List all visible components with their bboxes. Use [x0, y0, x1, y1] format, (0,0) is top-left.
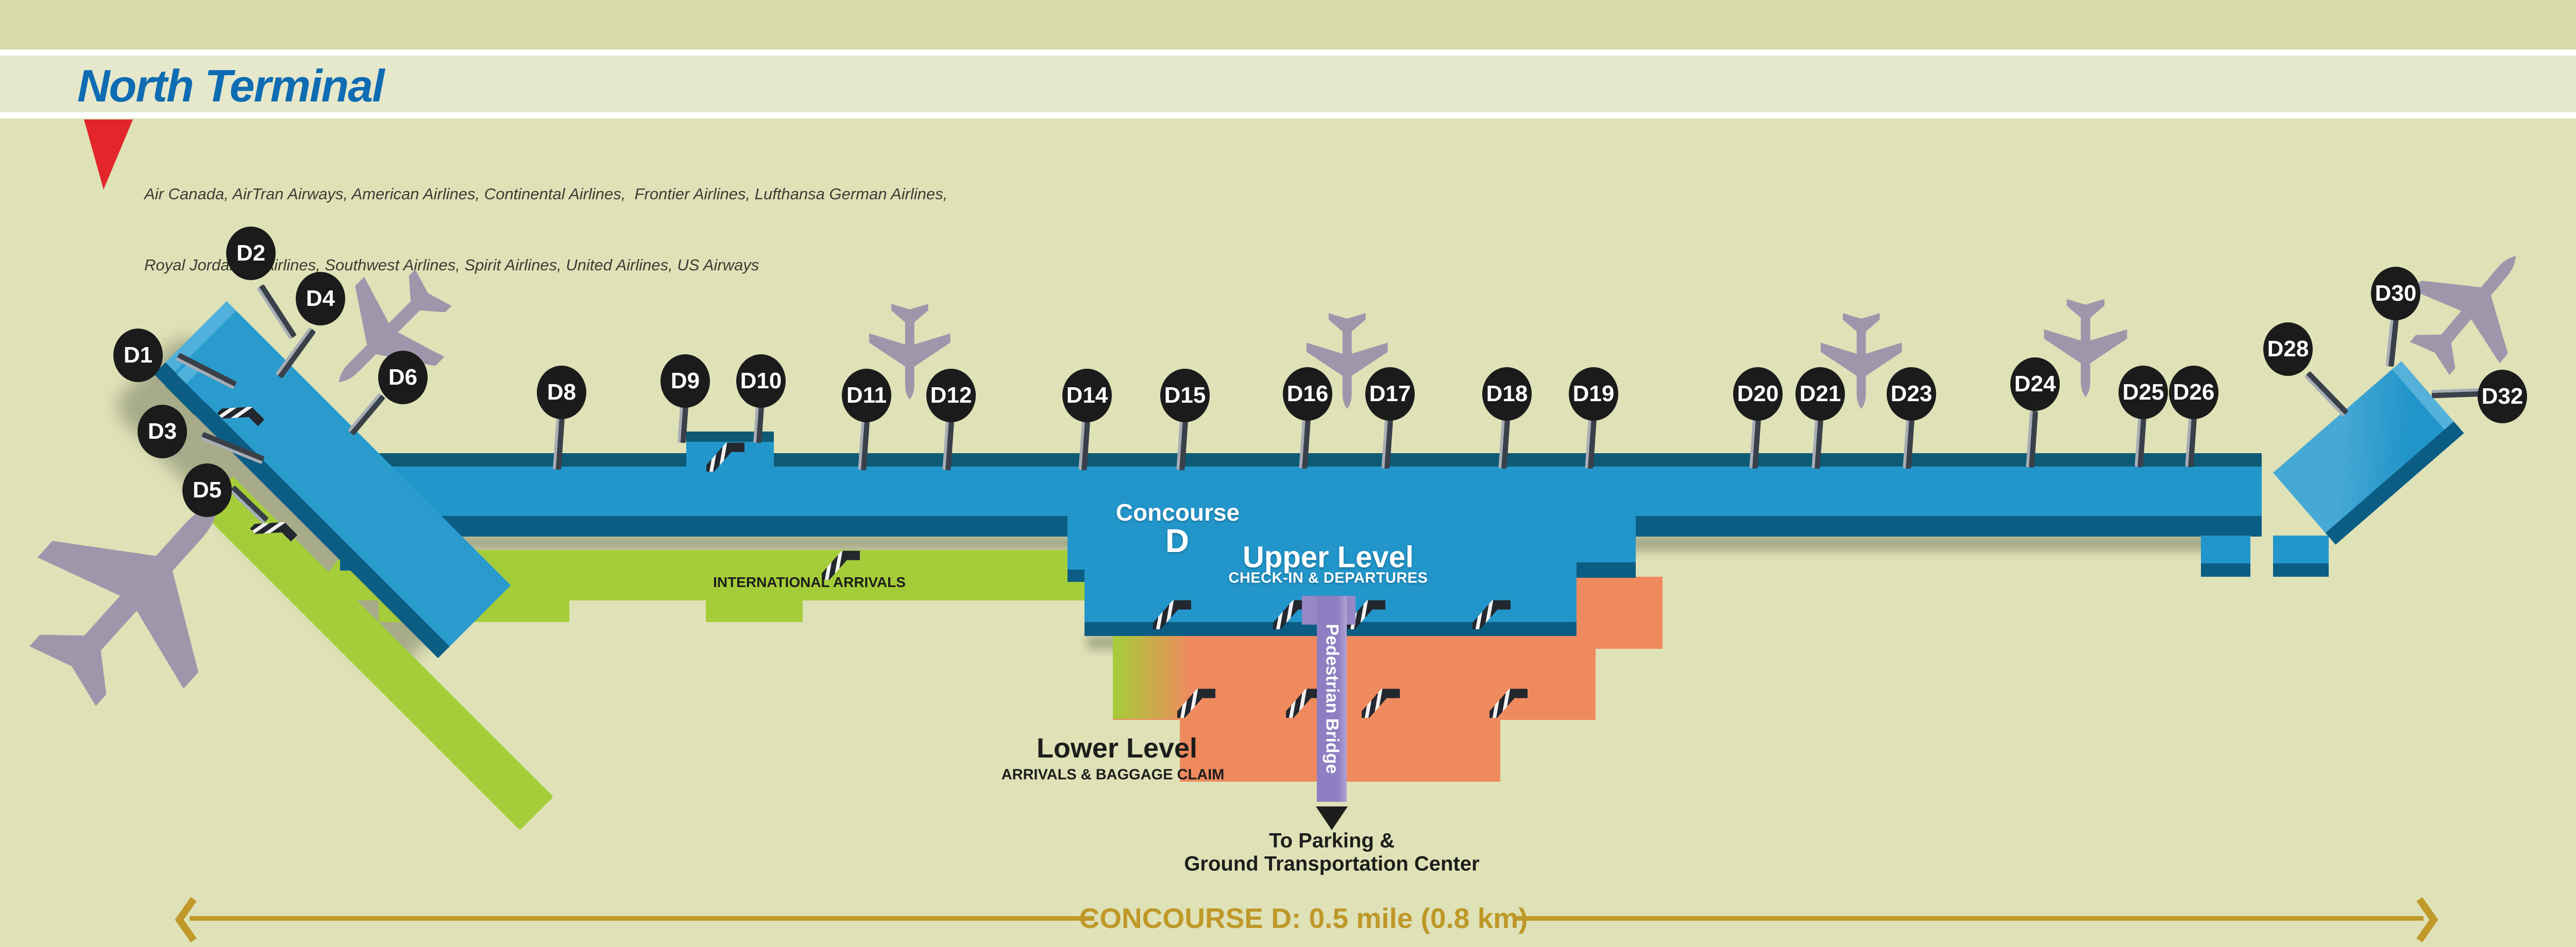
page-title: North Terminal: [77, 60, 385, 111]
gate-d18: D18: [1482, 367, 1532, 421]
bar-tab-edge: [2201, 563, 2250, 577]
gate-d24: D24: [2010, 357, 2060, 411]
concourse-label: Concourse: [1115, 499, 1240, 526]
gate-d2: D2: [226, 227, 276, 280]
gate-d3: D3: [138, 405, 187, 458]
gate-d30: D30: [2371, 267, 2420, 320]
separator-line: [0, 49, 2576, 56]
top-band: [0, 0, 2576, 49]
concourse-letter: D: [1165, 522, 1190, 559]
airplane-icon: [287, 226, 495, 433]
bar-tab: [2201, 536, 2250, 563]
scale-arrow-left-icon: [175, 897, 197, 943]
bar-tab-edge: [2273, 563, 2329, 577]
gate-d4: D4: [296, 272, 345, 325]
airplane-icon: [2365, 209, 2571, 417]
upper-level-label: Upper Level: [1243, 540, 1414, 574]
jet-bridge: [257, 284, 297, 340]
airplane-icon: [1811, 300, 1911, 411]
gate-d11: D11: [842, 369, 891, 422]
gate-d14: D14: [1062, 369, 1112, 422]
gate-d10: D10: [736, 354, 786, 408]
scale-label: CONCOURSE D: 0.5 mile (0.8 km): [1079, 902, 1528, 934]
concourse-roof-edge: [330, 453, 2262, 467]
gate-d25: D25: [2119, 366, 2168, 419]
airplane-icon: [2035, 286, 2137, 399]
bump-roof-edge: [686, 432, 774, 443]
gate-d1: D1: [113, 329, 163, 382]
gate-d12: D12: [926, 369, 976, 422]
jet-bridge: [2431, 388, 2481, 399]
right-arm: [2273, 361, 2464, 545]
checkin-block-right-step: [1577, 467, 1636, 563]
gate-d8: D8: [537, 366, 586, 419]
pedestrian-bridge: Pedestrian Bridge: [1317, 596, 1347, 802]
gate-d6: D6: [378, 351, 428, 404]
scale-line-right: [1513, 916, 2424, 921]
gate-d16: D16: [1283, 367, 1332, 421]
lower-level-right: [1574, 577, 1663, 649]
down-arrow-icon: [1316, 806, 1348, 830]
gate-d23: D23: [1887, 367, 1936, 421]
gate-d32: D32: [2478, 370, 2527, 423]
upper-level-sublabel: CHECK-IN & DEPARTURES: [1228, 570, 1428, 587]
green-tab: [706, 600, 803, 622]
title-band: [0, 56, 2576, 112]
checkin-block-right-step-edge: [1577, 562, 1636, 578]
gate-d15: D15: [1160, 369, 1210, 422]
bar-tab: [2273, 536, 2329, 563]
international-arrivals-label: INTERNATIONAL ARRIVALS: [713, 574, 906, 590]
to-parking-label-line1: To Parking &: [1269, 829, 1395, 852]
scale-arrow-right-icon: [2416, 897, 2438, 943]
airline-list-line1: Air Canada, AirTran Airways, American Ai…: [144, 185, 948, 203]
airplane-icon: [0, 420, 311, 780]
separator-line: [0, 112, 2576, 118]
gate-d26: D26: [2169, 366, 2218, 419]
green-orange-gradient: [1113, 633, 1191, 719]
gate-d28: D28: [2263, 322, 2313, 376]
gate-d5: D5: [182, 463, 232, 517]
airplane-icon: [860, 291, 960, 402]
gate-d21: D21: [1795, 367, 1845, 421]
pedestrian-bridge-label: Pedestrian Bridge: [1322, 624, 1342, 774]
gate-d19: D19: [1569, 367, 1618, 421]
scale-line-left: [190, 916, 1094, 921]
gate-d20: D20: [1733, 367, 1783, 421]
lower-level-sublabel: ARRIVALS & BAGGAGE CLAIM: [1001, 766, 1225, 783]
jet-bridge: [2304, 371, 2349, 417]
lower-level-label: Lower Level: [1036, 733, 1198, 764]
airplane-icon: [1297, 300, 1397, 411]
gate-d17: D17: [1365, 367, 1415, 421]
gate-d9: D9: [660, 354, 710, 408]
to-parking-label-line2: Ground Transportation Center: [1184, 852, 1480, 875]
